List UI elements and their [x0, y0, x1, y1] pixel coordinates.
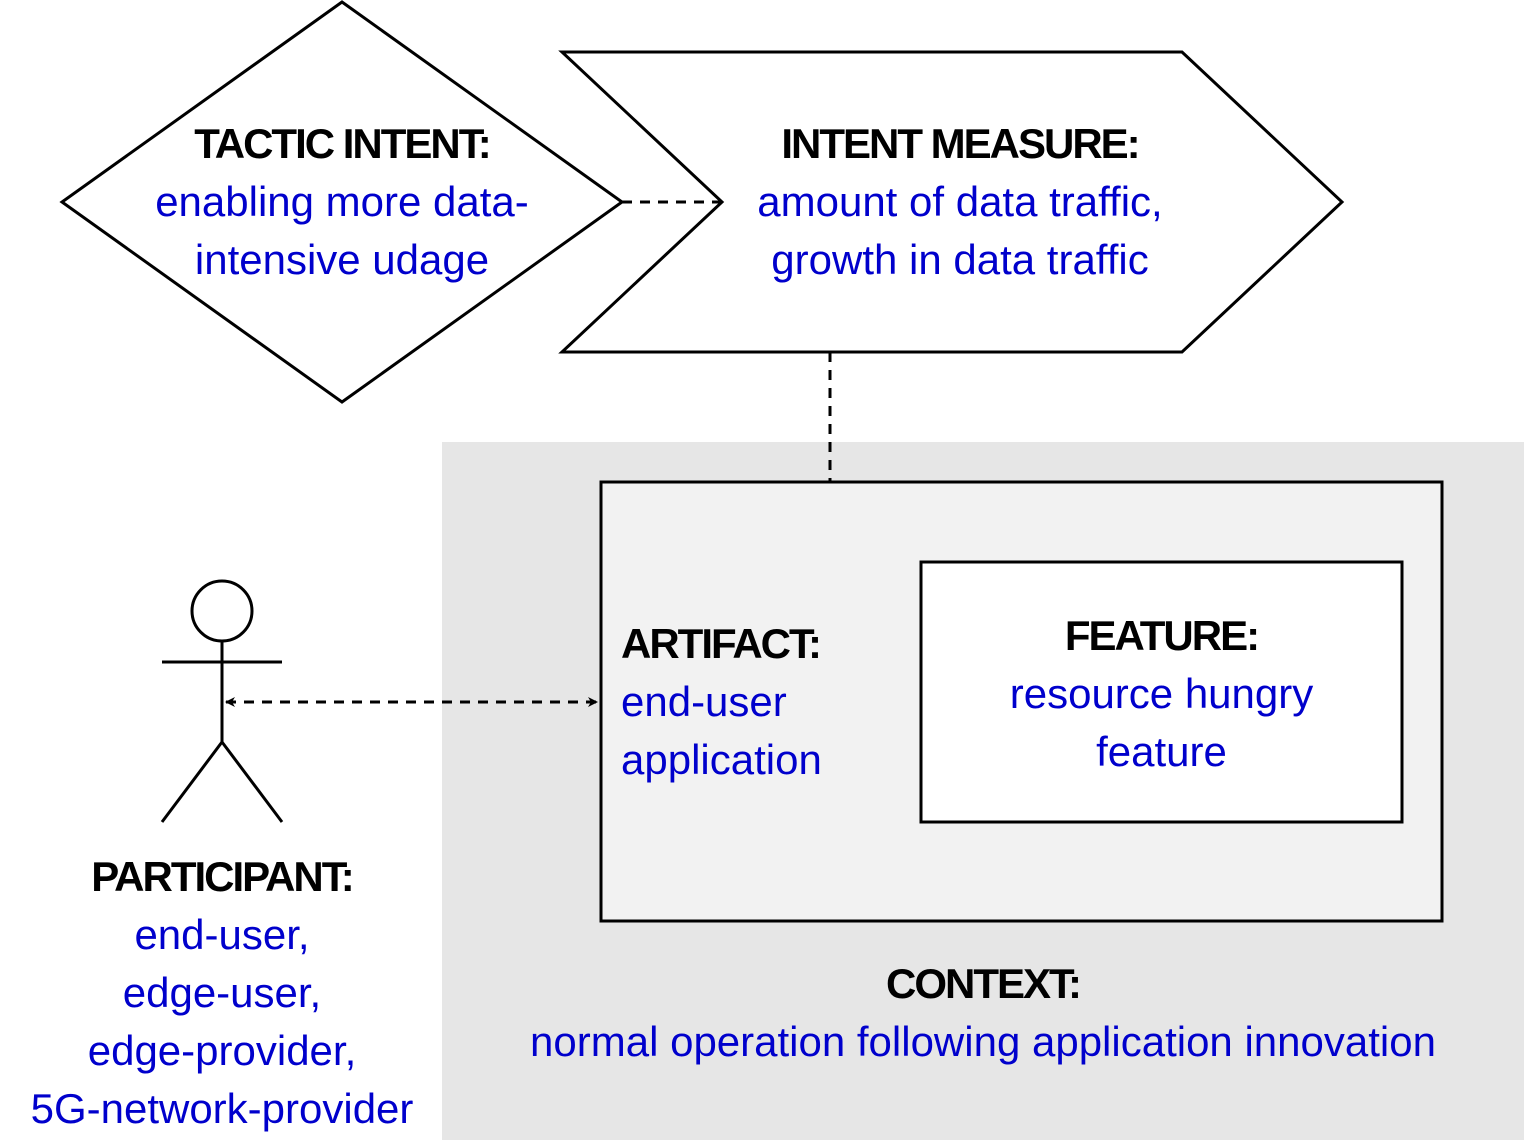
participant-text-2: edge-user,	[122, 969, 322, 1016]
artifact-label: ARTIFACT: end-user application	[621, 615, 822, 789]
participant-heading: PARTICIPANT:	[91, 853, 354, 900]
context-heading: CONTEXT:	[886, 960, 1082, 1007]
participant-text-3: edge-provider,	[87, 1027, 357, 1074]
tactic-intent-text-2: intensive udage	[194, 236, 490, 283]
tactic-intent-heading: TACTIC INTENT:	[194, 120, 492, 167]
feature-text-2: feature	[1096, 728, 1227, 775]
intent-measure-heading: INTENT MEASURE:	[781, 120, 1140, 167]
tactic-intent-text-1: enabling more data-	[155, 178, 529, 225]
context-text-1: normal operation following application i…	[530, 1018, 1436, 1065]
intent-measure-text-1: amount of data traffic,	[757, 178, 1163, 225]
tactic-intent-label: TACTIC INTENT: enabling more data- inten…	[82, 115, 602, 289]
participant-label: PARTICIPANT: end-user, edge-user, edge-p…	[0, 848, 444, 1138]
feature-text-1: resource hungry	[1009, 670, 1314, 717]
intent-measure-text-2: growth in data traffic	[771, 236, 1149, 283]
participant-text-1: end-user,	[134, 911, 310, 958]
artifact-text-1: end-user	[621, 678, 787, 725]
context-label: CONTEXT: normal operation following appl…	[442, 955, 1524, 1071]
feature-label: FEATURE: resource hungry feature	[922, 607, 1401, 781]
artifact-heading: ARTIFACT:	[621, 620, 822, 667]
feature-box[interactable]	[919, 560, 1404, 824]
feature-heading: FEATURE:	[1064, 612, 1260, 659]
intent-measure-label: INTENT MEASURE: amount of data traffic, …	[690, 115, 1230, 289]
artifact-text-2: application	[621, 736, 822, 783]
participant-text-4: 5G-network-provider	[30, 1085, 414, 1132]
participant-actor-icon[interactable]	[160, 579, 284, 823]
tactic-intent-diamond[interactable]	[59, 0, 625, 404]
